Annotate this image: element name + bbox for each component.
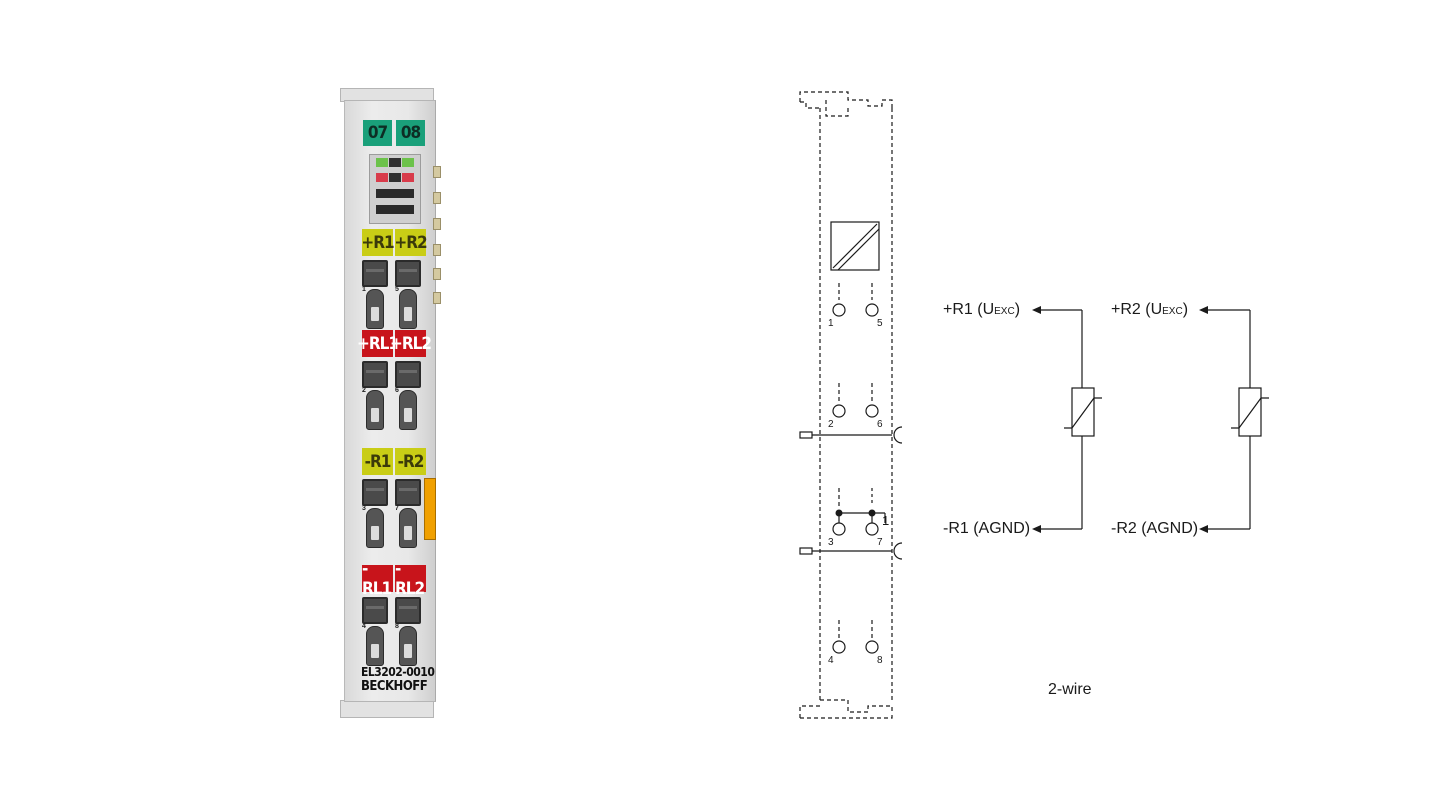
terminal-slot[interactable]	[395, 597, 421, 624]
led-dark	[376, 189, 414, 198]
pin-1	[832, 303, 846, 317]
arrow-icon	[1032, 525, 1041, 533]
label-plus-r1-uexc: +R1 (UEXC)	[943, 301, 1021, 318]
spring-release-lever[interactable]	[399, 626, 417, 666]
pin-number: 7	[877, 537, 883, 548]
junction-dot	[835, 509, 843, 517]
led-dark	[389, 173, 401, 182]
terminal-number: 6	[395, 387, 399, 394]
spring-release-lever[interactable]	[366, 390, 384, 430]
bridge-mark: 1	[882, 513, 890, 528]
side-contact	[433, 192, 441, 204]
side-contact	[433, 218, 441, 230]
terminal-number: 5	[395, 286, 399, 293]
side-contact	[433, 268, 441, 280]
pin-number: 1	[828, 318, 834, 329]
terminal-slot[interactable]	[362, 260, 388, 287]
spring-release-lever[interactable]	[366, 508, 384, 548]
run-led	[402, 158, 414, 167]
outline-top-clip	[799, 91, 893, 117]
terminal-slot[interactable]	[395, 260, 421, 287]
label-plus-rl2: +RL2	[390, 330, 432, 357]
terminal-slot[interactable]	[362, 361, 388, 388]
model-number: EL3202-0010	[361, 665, 435, 679]
converter-icon	[830, 221, 880, 271]
terminal-slot[interactable]	[362, 597, 388, 624]
terminal-number: 4	[362, 623, 366, 630]
side-contact	[433, 166, 441, 178]
spring-release-lever[interactable]	[366, 289, 384, 329]
error-led	[402, 173, 414, 182]
pin-number: 5	[877, 318, 883, 329]
spring-release-lever[interactable]	[399, 508, 417, 548]
shield-contact	[424, 478, 436, 540]
terminal-slot[interactable]	[362, 479, 388, 506]
junction-dot	[868, 509, 876, 517]
channel-tile-1: 07	[363, 120, 392, 146]
led-dark	[376, 205, 414, 214]
terminal-number: 8	[395, 623, 399, 630]
terminal-slot[interactable]	[395, 479, 421, 506]
side-contact	[433, 244, 441, 256]
pin-6	[865, 404, 879, 418]
spring-release-lever[interactable]	[366, 626, 384, 666]
terminal-number: 2	[362, 387, 366, 394]
module-outline	[819, 108, 893, 700]
power-contact-left	[799, 431, 813, 439]
pin-number: 3	[828, 537, 834, 548]
power-contact-right	[893, 542, 903, 560]
pin-7	[865, 522, 879, 536]
pin-8	[865, 640, 879, 654]
pin-number: 8	[877, 655, 883, 666]
label-minus-r1-agnd: -R1 (AGND)	[943, 520, 1031, 537]
led-dark	[389, 158, 401, 167]
label-plus-r1: +R1	[361, 229, 395, 256]
spring-release-lever[interactable]	[399, 390, 417, 430]
label-minus-r1: -R1	[362, 448, 393, 475]
pin-number: 4	[828, 655, 834, 666]
terminal-module: 07 08 +R1 +R2 +RL1 +RL2 -R1 -R2 -RL1 -RL…	[338, 88, 443, 724]
arrow-icon	[1199, 306, 1208, 314]
label-plus-rl1: +RL1	[357, 330, 399, 357]
spring-release-lever[interactable]	[399, 289, 417, 329]
label-minus-r2-agnd: -R2 (AGND)	[1111, 520, 1199, 537]
power-contact-right	[893, 426, 903, 444]
led-panel	[369, 154, 421, 224]
pin-3	[832, 522, 846, 536]
terminal-slot[interactable]	[395, 361, 421, 388]
error-led	[376, 173, 388, 182]
terminal-number: 3	[362, 505, 366, 512]
brand-logo: BECKHOFF	[361, 679, 428, 694]
arrow-icon	[1199, 525, 1208, 533]
pin-2	[832, 404, 846, 418]
pin-number: 6	[877, 419, 883, 430]
terminal-number: 1	[362, 286, 366, 293]
arrow-icon	[1032, 306, 1041, 314]
pin-4	[832, 640, 846, 654]
run-led	[376, 158, 388, 167]
diagram-caption: 2-wire	[1048, 681, 1092, 698]
power-contact-left	[799, 547, 813, 555]
label-minus-r2: -R2	[395, 448, 426, 475]
label-plus-r2-uexc: +R2 (UEXC)	[1111, 301, 1189, 318]
side-contact	[433, 292, 441, 304]
rtd-sensor-1	[1071, 387, 1095, 437]
label-plus-r2: +R2	[394, 229, 428, 256]
pin-5	[865, 303, 879, 317]
terminal-number: 7	[395, 505, 399, 512]
pin-number: 2	[828, 419, 834, 430]
outline-bottom-clip	[799, 699, 893, 719]
channel-tile-2: 08	[396, 120, 425, 146]
